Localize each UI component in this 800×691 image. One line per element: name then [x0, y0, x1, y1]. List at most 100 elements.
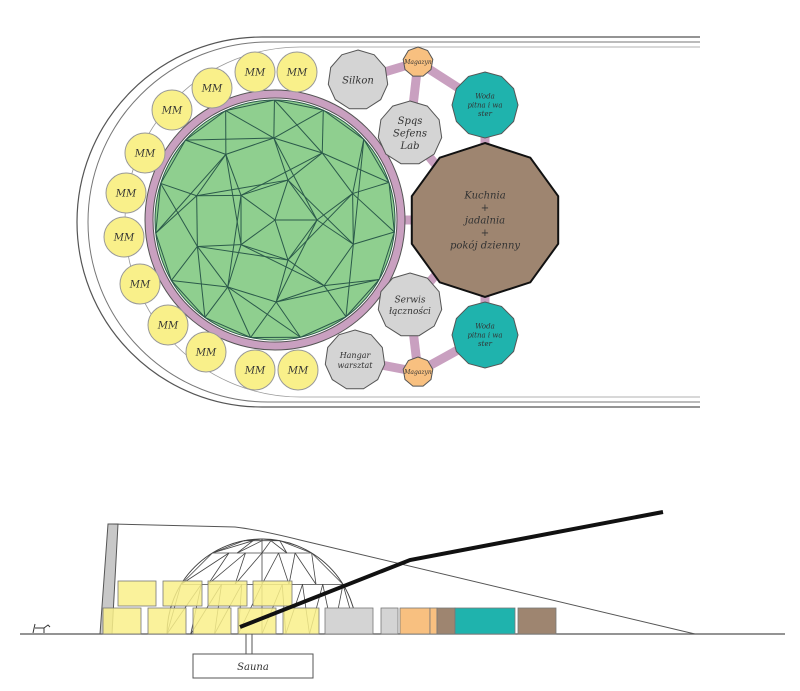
dome-strut: [378, 231, 395, 280]
dome-strut: [196, 179, 289, 197]
module-block: [324, 607, 374, 635]
dome-strut: [180, 552, 213, 585]
dome-strut: [227, 286, 277, 303]
outer-hull-outline: [76, 36, 700, 408]
dome-strut: [352, 139, 365, 194]
dome-strut: [240, 244, 325, 287]
dome-strut: [275, 259, 289, 303]
dome-strut: [273, 109, 324, 139]
dome-strut: [287, 179, 354, 245]
living-pod-label: MM: [286, 68, 308, 79]
dome-strut: [250, 301, 277, 338]
dome-strut: [160, 139, 186, 184]
dome-strut: [171, 279, 228, 288]
dome-strut: [185, 137, 274, 141]
rooms: SilkonSpqsSefensLabSerwisłącznościHangar…: [324, 46, 560, 390]
dome-strut: [196, 195, 198, 247]
module-block: [517, 607, 557, 635]
room-water-bottom: [451, 301, 519, 369]
dome-strut: [324, 279, 380, 287]
dome-strut: [185, 139, 227, 155]
dome-strut: [321, 152, 354, 194]
room-label-lab: Sefens: [393, 129, 427, 140]
room-label-lab: Lab: [399, 141, 419, 152]
dome-strut: [225, 154, 242, 245]
dome-strut: [270, 540, 288, 554]
living-pod: [234, 349, 276, 391]
dome-strut: [237, 540, 263, 554]
dome-strut: [180, 552, 230, 585]
dome-strut: [278, 552, 290, 585]
dome-strut: [197, 245, 289, 261]
living-pod: [147, 304, 189, 346]
room-label-water-top: ster: [478, 110, 493, 118]
dome-strut: [352, 181, 390, 195]
living-pod-label: MM: [134, 149, 156, 160]
living-pod-label: MM: [201, 84, 223, 95]
dome-strut: [236, 540, 254, 554]
module-block: [162, 580, 203, 607]
room-hangar: [324, 329, 386, 390]
access-ramp: [239, 510, 664, 629]
living-pod: [124, 132, 166, 174]
dome-ring-edge-inner: [152, 97, 398, 343]
dome-strut: [155, 232, 172, 281]
living-pod-label: MM: [244, 68, 266, 79]
room-label-lab: Spqs: [398, 116, 423, 127]
dome-strut: [322, 152, 390, 183]
module-block: [117, 580, 157, 607]
dome-strut: [274, 99, 324, 111]
dome-strut: [388, 182, 395, 233]
dome-strut: [279, 540, 312, 554]
dome-strut: [196, 154, 227, 197]
living-pod-label: MM: [161, 106, 183, 117]
dome-strut: [345, 244, 354, 317]
dome-strut: [240, 179, 289, 196]
dome-ring-edge: [144, 89, 406, 351]
dome-strut: [244, 538, 263, 542]
dome-strut: [323, 243, 354, 286]
dome-strut: [279, 540, 288, 554]
dome-strut: [311, 552, 344, 585]
module-block: [429, 607, 438, 635]
living-pod: [277, 349, 319, 391]
room-label-water-bottom: pitna i wa: [467, 331, 502, 339]
dome-strut: [322, 109, 365, 140]
dome-strut: [323, 285, 347, 318]
sauna-label: Sauna: [237, 662, 269, 673]
dome-strut: [287, 179, 318, 221]
living-pod-label: MM: [113, 233, 135, 244]
dome-strut: [225, 110, 275, 139]
room-water-top: [451, 71, 519, 139]
dome-strut: [234, 552, 263, 585]
living-pod: [151, 89, 193, 131]
dome-triangulation: [155, 99, 395, 338]
dome-strut: [155, 195, 197, 234]
dome-strut: [273, 137, 323, 154]
dome-strut: [275, 285, 325, 303]
dome-ring: [145, 90, 405, 350]
living-pod: [191, 67, 233, 109]
module-block: [192, 607, 232, 635]
room-label-hangar: Hangar: [339, 351, 372, 360]
dome-strut: [227, 195, 242, 288]
dome-strut: [240, 194, 276, 221]
dome-strut: [287, 219, 318, 261]
room-label-kitchen: +: [481, 203, 489, 214]
room-magazyn-top: [402, 46, 434, 77]
dome-strut: [234, 552, 246, 585]
roof-line: [111, 523, 696, 635]
dome-strut: [212, 540, 245, 554]
module-block: [380, 607, 399, 635]
dome-strut: [288, 552, 296, 585]
dome-strut: [207, 552, 246, 585]
dome-strut: [300, 316, 347, 338]
dome-strut: [287, 152, 323, 181]
room-label-hangar: warsztat: [338, 361, 374, 370]
module-block: [399, 607, 431, 635]
room-label-kitchen: Kuchnia: [463, 191, 505, 202]
room-label-kitchen: jadalnia: [463, 216, 505, 227]
dome-strut: [287, 193, 353, 261]
dome-strut: [207, 552, 230, 585]
